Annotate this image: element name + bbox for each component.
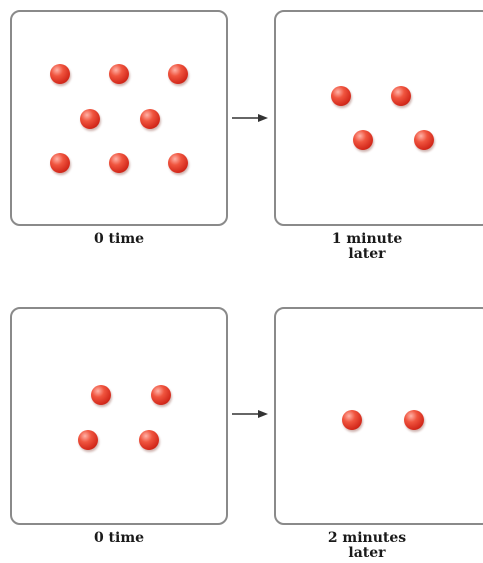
particle-ball-icon	[109, 153, 129, 173]
particle-ball-icon	[168, 64, 188, 84]
panel-4-caption-line1: 2 minutes	[327, 530, 407, 546]
panel-2-box	[274, 10, 483, 226]
particle-ball-icon	[331, 86, 351, 106]
panel-2-caption-line2: later	[348, 246, 386, 262]
panel-4-caption-line2: later	[348, 545, 386, 561]
panel-2-caption-line1: 1 minute	[331, 231, 403, 247]
particle-ball-icon	[139, 430, 159, 450]
panel-2-caption: 1 minute later	[274, 232, 460, 262]
particle-ball-icon	[404, 410, 424, 430]
particle-ball-icon	[78, 430, 98, 450]
particle-ball-icon	[109, 64, 129, 84]
right-arrow-icon	[232, 410, 268, 418]
particle-ball-icon	[151, 385, 171, 405]
panel-3-caption: 0 time	[93, 530, 145, 546]
particle-ball-icon	[140, 109, 160, 129]
particle-ball-icon	[80, 109, 100, 129]
particle-ball-icon	[50, 64, 70, 84]
panel-1-caption: 0 time	[93, 231, 145, 247]
particle-ball-icon	[353, 130, 373, 150]
right-arrow-icon	[232, 114, 268, 122]
particle-ball-icon	[50, 153, 70, 173]
particle-ball-icon	[168, 153, 188, 173]
particle-ball-icon	[342, 410, 362, 430]
panel-4-caption: 2 minutes later	[274, 531, 460, 561]
panel-3-box	[10, 307, 228, 525]
panel-4-box	[274, 307, 483, 525]
panel-1-box	[10, 10, 228, 226]
particle-ball-icon	[391, 86, 411, 106]
particle-ball-icon	[91, 385, 111, 405]
particle-ball-icon	[414, 130, 434, 150]
